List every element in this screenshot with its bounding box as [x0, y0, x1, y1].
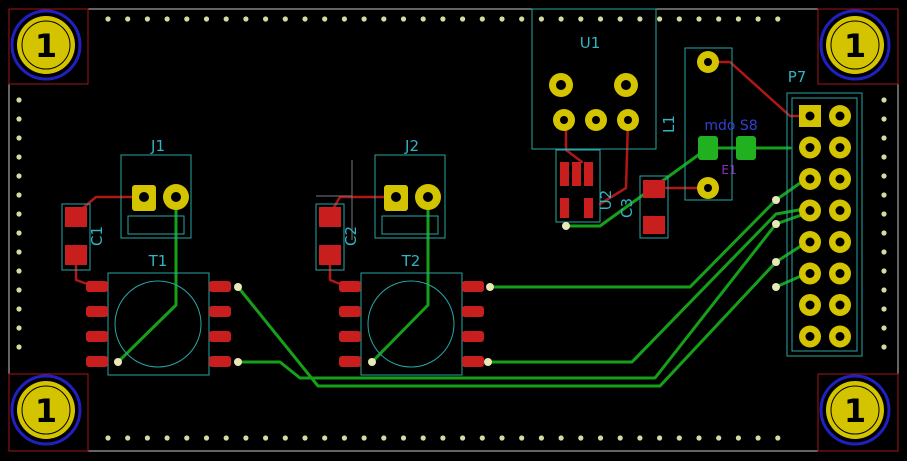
c2-outline: [315, 203, 345, 271]
component-u2[interactable]: U2: [555, 149, 615, 223]
net-label: mdo S8: [704, 118, 757, 134]
j2-outline: [374, 154, 446, 239]
c1-reference: C1: [88, 226, 106, 246]
mounting-hole-bottom-left[interactable]: 1: [8, 373, 89, 452]
j1-outline: [120, 154, 192, 239]
t2-outline: [360, 272, 463, 376]
t1-reference: T1: [148, 252, 168, 270]
mounting-hole-bottom-right[interactable]: 1: [817, 373, 899, 452]
vias: [114, 196, 780, 366]
board-outline: [8, 8, 899, 452]
t1-outline: [107, 272, 210, 376]
u1-reference: U1: [580, 34, 601, 52]
c2-reference: C2: [342, 226, 360, 246]
perimeter-via-row: [16, 16, 887, 441]
component-t2[interactable]: T2: [339, 252, 484, 376]
t2-reference: T2: [401, 252, 421, 270]
j1-reference: J1: [150, 137, 165, 155]
l1-outline: [684, 47, 733, 201]
u1-outline: [531, 8, 657, 150]
c3-outline: [639, 175, 669, 239]
component-t1[interactable]: T1: [86, 252, 231, 376]
mounting-hole-label: 1: [35, 392, 57, 430]
u2-reference: U2: [597, 190, 615, 211]
l1-small-label: E1: [721, 163, 736, 177]
p7-outline: [786, 92, 863, 357]
component-c1[interactable]: C1: [61, 203, 106, 271]
c1-outline: [61, 203, 91, 271]
mounting-hole-label: 1: [35, 27, 57, 65]
component-j2[interactable]: J2: [316, 137, 446, 240]
component-j1[interactable]: J1: [120, 137, 192, 239]
l1-reference: L1: [660, 115, 678, 133]
component-c2[interactable]: C2: [315, 203, 360, 271]
c3-reference: C3: [618, 198, 636, 218]
component-c3[interactable]: C3: [618, 175, 669, 239]
j2-reference: J2: [404, 137, 419, 155]
component-p7[interactable]: P7: [786, 68, 863, 357]
p7-pin-array: [799, 105, 851, 348]
u2-outline: [555, 149, 601, 223]
component-u1[interactable]: U1: [531, 8, 657, 150]
mounting-hole-top-left[interactable]: 1: [8, 8, 89, 85]
mounting-hole-label: 1: [844, 27, 866, 65]
mounting-hole-label: 1: [844, 392, 866, 430]
mounting-hole-top-right[interactable]: 1: [817, 8, 899, 85]
component-l1[interactable]: L1 mdo S8 E1: [660, 47, 758, 201]
p7-reference: P7: [788, 68, 807, 86]
